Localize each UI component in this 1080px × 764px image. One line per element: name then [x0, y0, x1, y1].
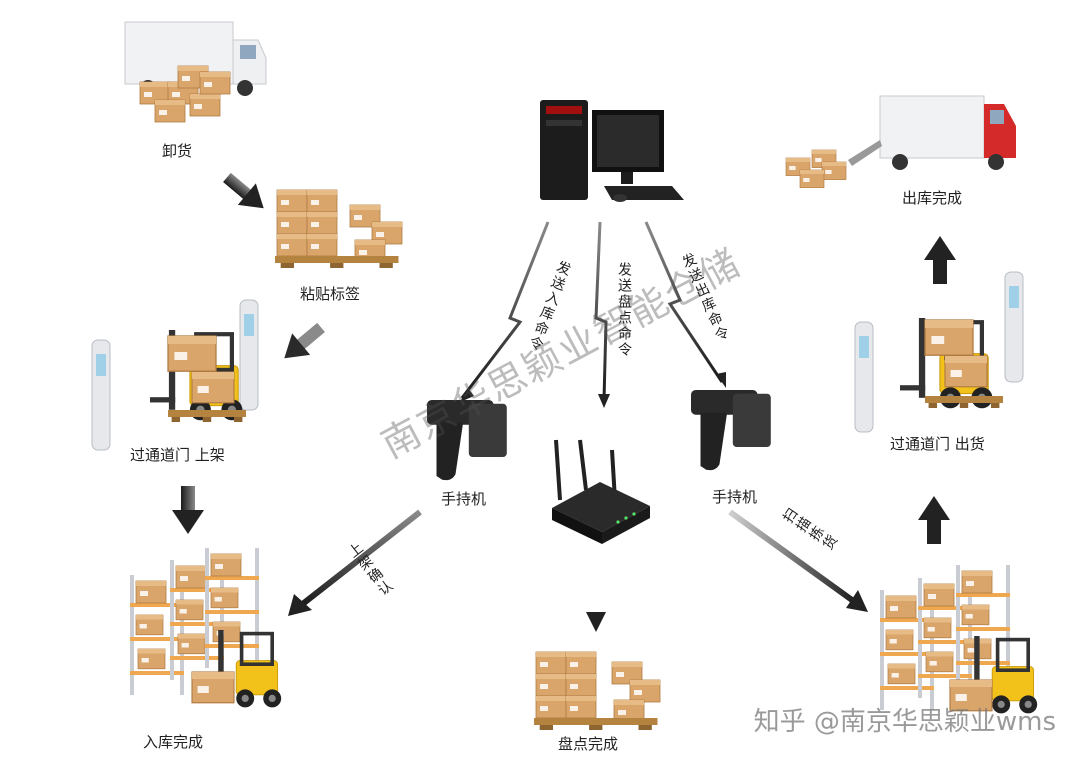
arrow-label-to-gate-in [284, 322, 325, 359]
node-handheld-right-label: 手持机 [712, 488, 758, 506]
node-label-label: 粘贴标签 [300, 285, 361, 303]
credit-text: 知乎 @南京华思颖业wms [753, 707, 1056, 737]
link-scan-pick [728, 509, 854, 603]
node-count-done-label: 盘点完成 [558, 735, 619, 753]
router-illustration [552, 439, 650, 544]
arrow-gate-in-to-stored [172, 486, 204, 534]
node-gate-in-label: 过通道门 上架 [130, 446, 225, 464]
node-unload-label: 卸货 [162, 142, 193, 160]
arrow-unload-to-label [223, 172, 264, 209]
link-send-out [644, 221, 724, 383]
gate-in-illustration [91, 299, 259, 451]
edge-send-count-label: 发送盘点命令 [616, 262, 632, 358]
computer-illustration [540, 100, 684, 202]
arrow-ship-to-gate-out [918, 496, 950, 544]
stored-shelves-illustration [130, 548, 284, 710]
handheld-right-illustration [691, 390, 771, 471]
out-done-truck-illustration [785, 95, 1016, 189]
ship-shelves-illustration [880, 565, 1039, 716]
node-gate-out-label: 过通道门 出货 [890, 435, 985, 453]
label-boxes-illustration [275, 189, 403, 268]
node-handheld-left-label: 手持机 [441, 490, 487, 508]
link-send-count [594, 221, 608, 401]
arrow-gate-out-to-out-done [924, 236, 956, 284]
node-stored-label: 入库完成 [143, 733, 204, 751]
link-shelf-confirm [298, 509, 422, 609]
gate-out-illustration [854, 271, 1024, 433]
link-send-in [460, 221, 550, 399]
unload-truck-illustration [124, 21, 267, 123]
node-out-done-label: 出库完成 [902, 189, 963, 207]
count-done-illustration [534, 651, 661, 730]
